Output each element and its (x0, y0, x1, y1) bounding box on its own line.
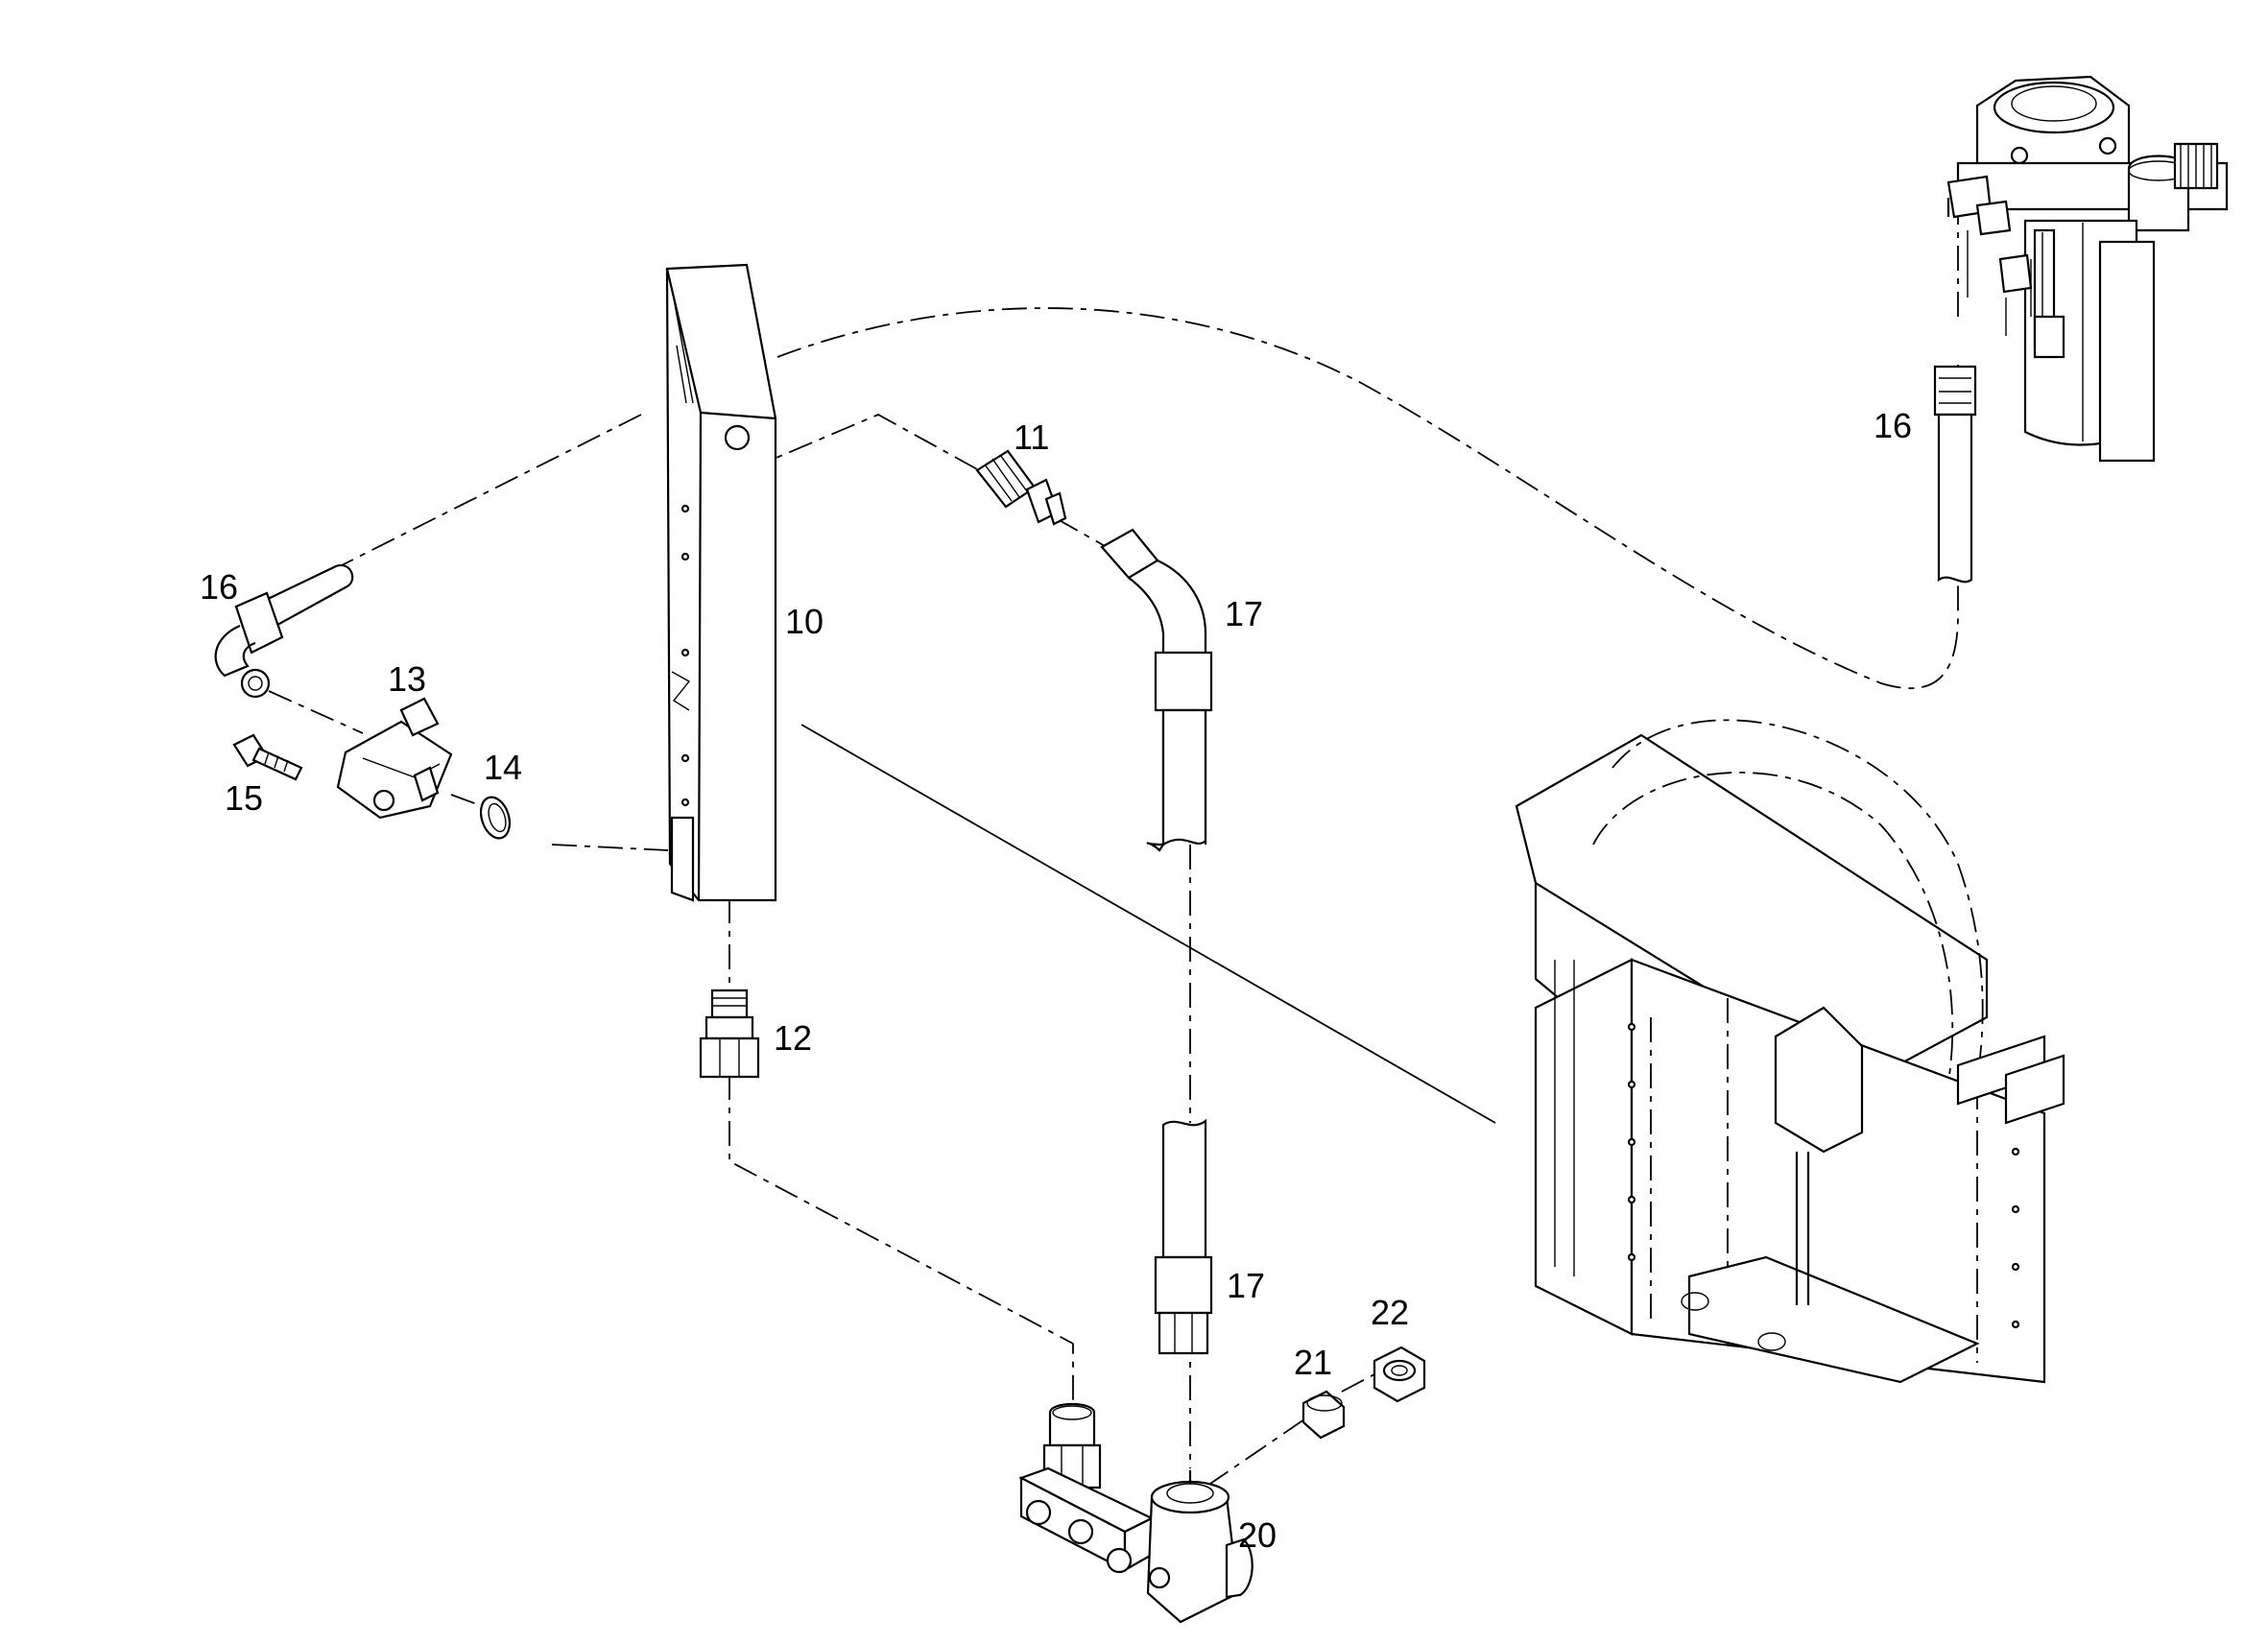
callout-16-right: 16 (1874, 406, 1912, 445)
callout-20: 20 (1238, 1515, 1277, 1555)
callout-17-upper: 17 (1225, 594, 1263, 633)
callout-17-lower: 17 (1227, 1266, 1265, 1305)
callout-13: 13 (388, 659, 426, 699)
callout-11: 11 (1014, 417, 1049, 457)
callout-14: 14 (484, 748, 522, 787)
callout-21: 21 (1294, 1343, 1332, 1382)
callout-12: 12 (774, 1018, 812, 1058)
hose-elbow-part-17-upper (1100, 528, 1213, 852)
callout-labels: 10 11 12 13 14 15 16 16 17 17 20 21 22 (200, 406, 1912, 1555)
nut-part-22 (1373, 1346, 1426, 1403)
split-flange-part-13 (336, 697, 453, 820)
callout-22: 22 (1371, 1293, 1409, 1332)
filter-valve-assembly (1946, 75, 2229, 463)
o-ring-part-14 (479, 796, 512, 840)
frame-housing (1515, 719, 2065, 1384)
plug-part-21 (1301, 1390, 1346, 1440)
oil-cooler-part-10 (665, 263, 777, 902)
hose-part-16-right (1933, 365, 1977, 584)
callout-10: 10 (785, 602, 824, 641)
mounting-leader-line (800, 724, 1496, 1124)
manifold-block-part-20 (1018, 1403, 1253, 1624)
bolt-part-15 (232, 733, 303, 781)
elbow-hose-part-16-left (214, 563, 354, 699)
callout-16-left: 16 (200, 567, 238, 607)
hose-straight-part-17-lower (1154, 1118, 1213, 1355)
callout-15: 15 (225, 778, 263, 818)
straight-fitting-part-12 (699, 989, 760, 1079)
assembly-lines (268, 192, 1959, 1487)
adapter-fitting-part-11 (975, 449, 1067, 526)
